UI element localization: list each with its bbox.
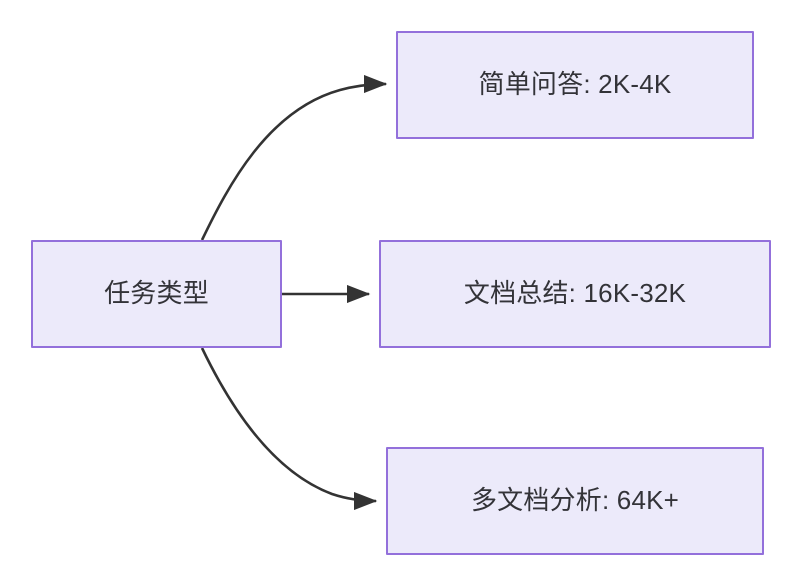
node-multi-document-analysis[interactable]: 多文档分析: 64K+	[386, 447, 764, 555]
edge-root-to-child-2	[200, 347, 378, 511]
edge-root-to-child-0	[200, 74, 388, 241]
node-document-summary-label: 文档总结: 16K-32K	[463, 278, 687, 309]
node-multi-document-analysis-label: 多文档分析: 64K+	[470, 485, 680, 516]
node-simple-qa[interactable]: 简单问答: 2K-4K	[396, 31, 754, 139]
node-simple-qa-label: 简单问答: 2K-4K	[478, 69, 672, 100]
node-root[interactable]: 任务类型	[31, 240, 282, 348]
node-document-summary[interactable]: 文档总结: 16K-32K	[379, 240, 771, 348]
node-root-label: 任务类型	[104, 278, 209, 309]
